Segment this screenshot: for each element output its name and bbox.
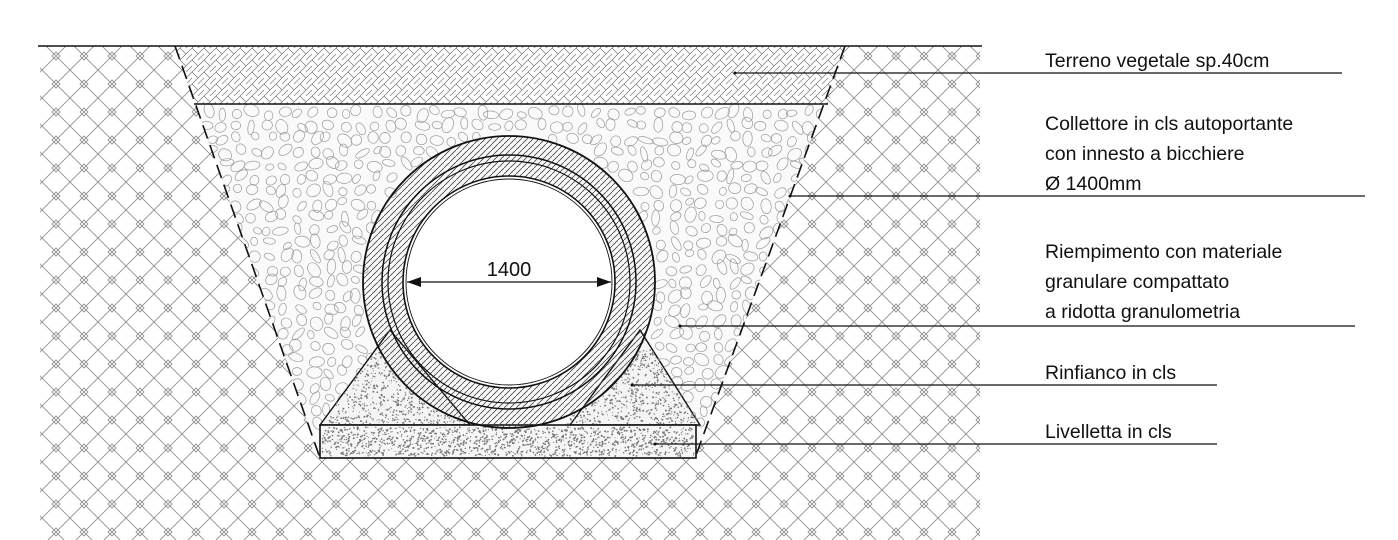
leader-dots <box>630 71 792 446</box>
label-collettore-line-2: con innesto a bicchiere <box>1045 143 1244 165</box>
label-rinfianco-line-1: Rinfianco in cls <box>1045 362 1176 384</box>
label-riempimento-line-1: Riempimento con materiale <box>1045 241 1282 263</box>
label-riempimento-line-3: a ridotta granulometria <box>1045 301 1240 323</box>
annotation-labels: Terreno vegetale sp.40cm Collettore in c… <box>1045 50 1293 443</box>
leader-lines <box>632 72 1365 445</box>
label-riempimento-line-2: granulare compattato <box>1045 271 1229 293</box>
topsoil-layer <box>175 46 845 104</box>
label-terreno-line-1: Terreno vegetale sp.40cm <box>1045 50 1269 72</box>
diameter-dimension <box>407 277 611 287</box>
trench-walls <box>174 45 846 459</box>
diameter-label: 1400 <box>487 259 532 281</box>
haunch-concrete-texture <box>328 340 697 425</box>
label-collettore-line-3: Ø 1400mm <box>1045 173 1141 195</box>
label-collettore-line-1: Collettore in cls autoportante <box>1045 113 1293 135</box>
label-livelletta-line-1: Livelletta in cls <box>1045 421 1172 443</box>
levelling-slab-texture <box>321 426 695 457</box>
